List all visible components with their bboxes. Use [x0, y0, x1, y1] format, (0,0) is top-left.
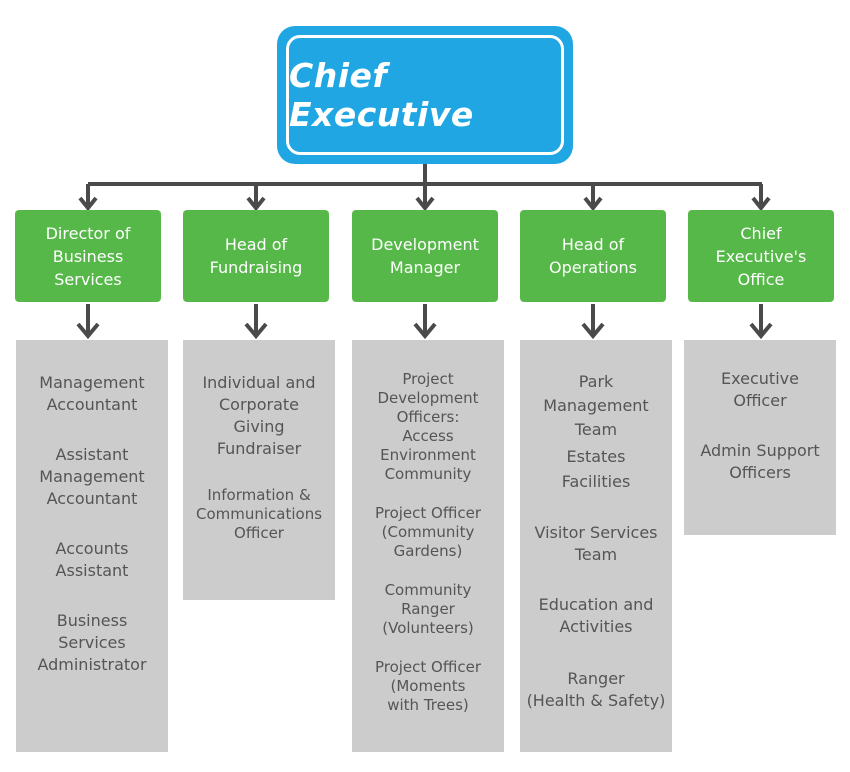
staff-column-chief-executives-office: Executive Officer Admin Support Officers: [684, 340, 836, 535]
dept-label: Chief Executive's Office: [715, 223, 807, 289]
dept-label: Director of Business Services: [45, 223, 131, 289]
staff-item: Management Accountant: [39, 373, 145, 414]
staff-column-business-services: Management Accountant Assistant Manageme…: [16, 340, 168, 752]
chief-executive-title: Chief Executive: [289, 56, 474, 134]
staff-item: Business Services Administrator: [37, 611, 147, 674]
dept-fundraising: Head of Fundraising: [183, 210, 329, 302]
staff-column-operations: Park Management Team Estates Facilities …: [520, 340, 672, 752]
staff-item: Individual and Corporate Giving Fundrais…: [202, 373, 316, 458]
staff-item: Park Management Team: [543, 372, 649, 439]
dept-operations: Head of Operations: [520, 210, 666, 302]
staff-item: Accounts Assistant: [55, 539, 129, 580]
chief-executive-box: Chief Executive: [277, 26, 573, 164]
staff-item: Community Ranger (Volunteers): [382, 581, 474, 637]
staff-column-fundraising: Individual and Corporate Giving Fundrais…: [183, 340, 335, 600]
dept-label: Head of Fundraising: [209, 235, 303, 277]
staff-item: Ranger (Health & Safety): [526, 669, 666, 710]
staff-item: Education and Activities: [538, 595, 654, 636]
dept-development: Development Manager: [352, 210, 498, 302]
dept-label: Head of Operations: [549, 235, 637, 277]
staff-item: Visitor Services Team: [534, 523, 658, 564]
staff-item: Project Development Officers: Access Env…: [377, 370, 479, 483]
staff-item: Executive Officer: [721, 369, 799, 410]
staff-item: Assistant Management Accountant: [39, 445, 145, 508]
staff-item: Project Officer (Community Gardens): [374, 504, 482, 560]
dept-label: Development Manager: [371, 235, 479, 277]
chief-executive-frame: Chief Executive: [286, 35, 564, 155]
staff-item: Project Officer (Moments with Trees): [374, 658, 482, 714]
staff-column-development: Project Development Officers: Access Env…: [352, 340, 504, 752]
dept-business-services: Director of Business Services: [15, 210, 161, 302]
staff-item: Admin Support Officers: [700, 441, 820, 482]
staff-item: Information & Communications Officer: [195, 486, 323, 542]
staff-item: Estates Facilities: [561, 447, 631, 491]
dept-chief-executives-office: Chief Executive's Office: [688, 210, 834, 302]
